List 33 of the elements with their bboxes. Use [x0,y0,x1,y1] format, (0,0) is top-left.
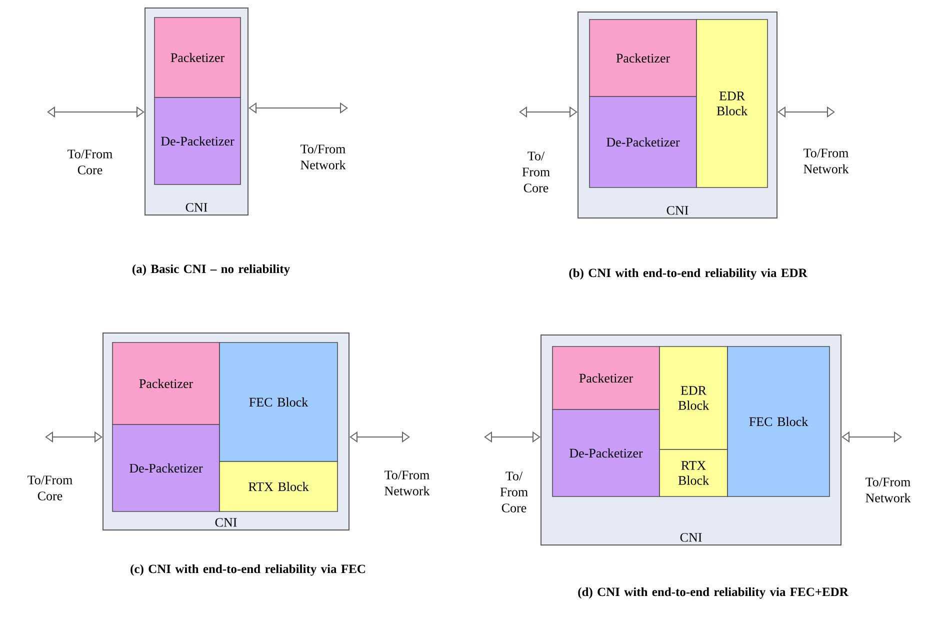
double-arrow [350,431,410,443]
block-box: RTX Block [219,461,338,512]
double-arrow [778,106,835,118]
double-arrow [842,431,902,443]
block-box: De-Packetizer [552,409,660,497]
port-label: To/From Core [68,150,112,174]
block-box: Packetizer [154,17,241,98]
double-arrow [248,102,348,114]
double-arrow [484,431,540,443]
port-label: To/ From Core [522,152,550,192]
port-label: To/From Network [384,470,430,496]
block-box: FEC Block [219,342,338,462]
block-box: Packetizer [552,346,660,410]
block-box: De-Packetizer [154,97,241,185]
caption: (d) CNI with end-to-end reliability via FEC+EDR [578,587,848,599]
block-box: De-Packetizer [112,424,220,512]
port-label: To/From Network [300,144,346,170]
block-box: Packetizer [112,342,220,425]
block-box: De-Packetizer [589,96,697,188]
port-label: To/From Network [866,478,911,502]
block-box: RTX Block [659,449,728,497]
port-label: To/From Network [804,148,849,174]
block-box: Packetizer [589,19,697,97]
double-arrow [47,106,144,118]
port-label: To/ From Core [500,472,528,512]
caption: (a) Basic CNI – no reliability [132,264,290,276]
block-box: EDR Block [696,19,768,188]
block-box: FEC Block [727,346,830,497]
caption: (c) CNI with end-to-end reliability via FEC [130,564,365,576]
double-arrow [45,431,102,443]
double-arrow [519,106,578,118]
caption: (b) CNI with end-to-end reliability via EDR [569,268,808,280]
port-label: To/From Core [28,476,72,500]
